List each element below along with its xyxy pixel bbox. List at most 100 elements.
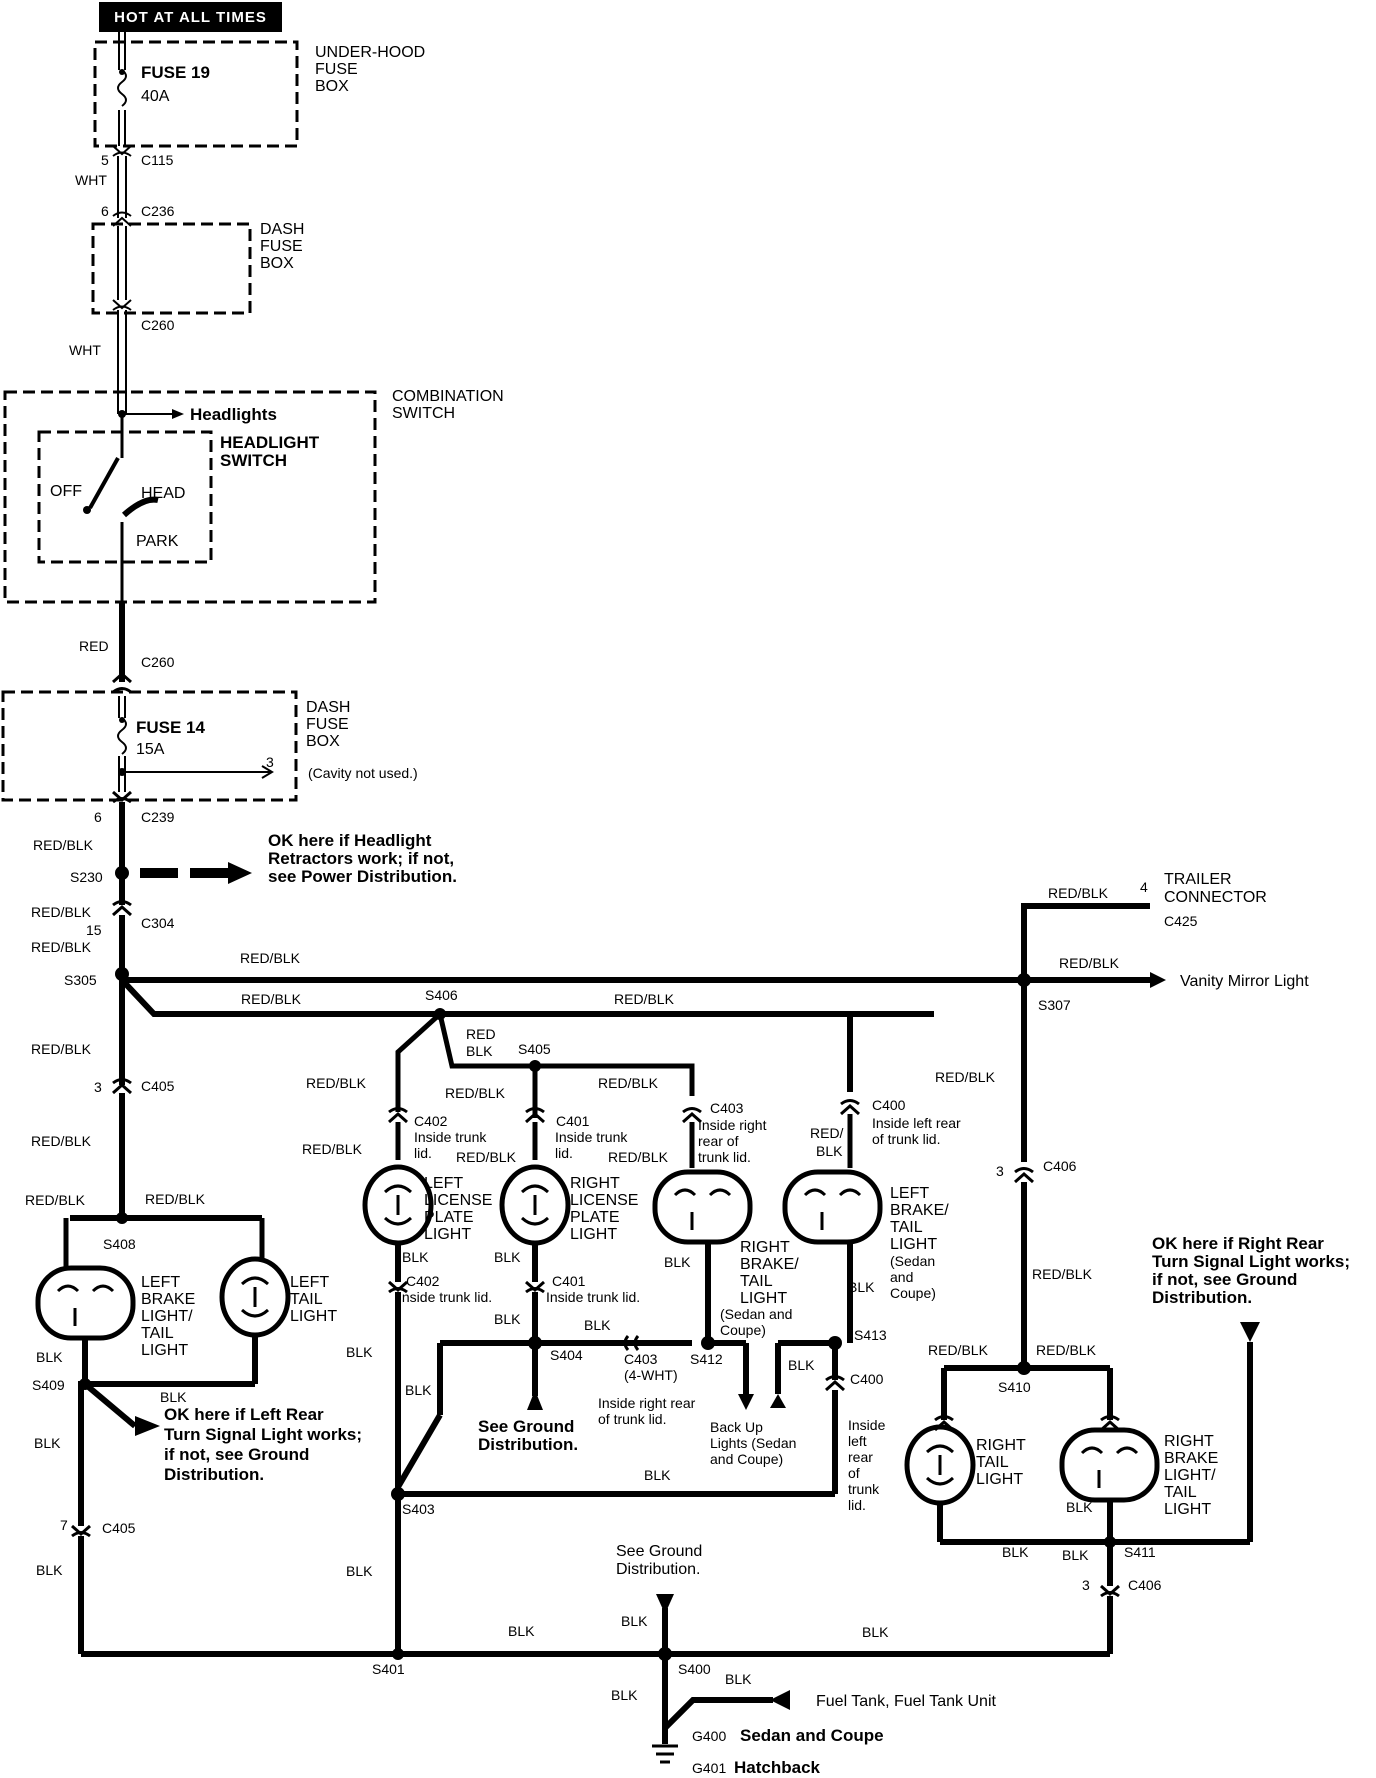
s307-label: S307 <box>1038 997 1071 1013</box>
s230-label: S230 <box>70 869 103 885</box>
vanity-mirror-label: Vanity Mirror Light <box>1180 973 1309 990</box>
pin-6-c239: 6 <box>94 809 102 825</box>
blk-left-brake-sedan: BLK <box>848 1279 875 1295</box>
inside-left-c400-4: of <box>848 1465 860 1481</box>
s413-label: S413 <box>854 1327 887 1343</box>
inside-right-rear-c403-1: Inside right <box>698 1117 767 1133</box>
s412-label: S412 <box>690 1351 723 1367</box>
c304-label: C304 <box>141 915 175 931</box>
connector-labels: 5 C115 WHT 6 C236 C260 WHT RED C260 3 6 … <box>25 152 1198 1395</box>
g400-desc: Sedan and Coupe <box>740 1726 884 1745</box>
back-up-3: and Coupe) <box>710 1451 783 1467</box>
s409-label: S409 <box>32 1377 65 1393</box>
c406-label-2: C406 <box>1128 1577 1162 1593</box>
red-blk-label-17: RED/BLK <box>935 1069 996 1085</box>
right-tail-1: RIGHT <box>976 1437 1026 1454</box>
red-blk-main-feed <box>112 802 252 1224</box>
left-brake-sedan-4: LIGHT <box>890 1236 937 1253</box>
c400-lower: C400 <box>850 1371 884 1387</box>
left-brake-light-4: TAIL <box>141 1325 174 1342</box>
ok-right-rear-1: OK here if Right Rear <box>1152 1234 1324 1253</box>
dash-fuse-label-3: BOX <box>260 255 294 272</box>
left-brake-light-1: LEFT <box>141 1274 180 1291</box>
headlight-switch-label-1: HEADLIGHT <box>220 433 320 452</box>
back-up-2: Lights (Sedan <box>710 1435 796 1451</box>
c402-label: C402 <box>414 1113 448 1129</box>
pin-3-fuse14: 3 <box>266 754 274 770</box>
ok-right-rear-3: if not, see Ground <box>1152 1270 1297 1289</box>
combination-switch-label-2: SWITCH <box>392 405 455 422</box>
dash-fuse-lower-label-3: BOX <box>306 733 340 750</box>
trailer-connector-2: CONNECTOR <box>1164 889 1267 906</box>
combination-switch-label-1: COMBINATION <box>392 388 504 405</box>
right-license-3: PLATE <box>570 1209 620 1226</box>
c403-label: C403 <box>710 1100 744 1116</box>
ok-left-rear-1: OK here if Left Rear <box>164 1405 324 1424</box>
right-brake-light-3: LIGHT/ <box>1164 1467 1216 1484</box>
box-labels: UNDER-HOOD FUSE BOX FUSE 19 40A DASH FUS… <box>50 44 504 781</box>
ok-headlight-3: see Power Distribution. <box>268 867 457 886</box>
red-blk-horizontal-runs <box>119 903 1166 1162</box>
blk-left-vertical: BLK <box>346 1344 373 1360</box>
headlights-label: Headlights <box>190 405 277 424</box>
right-brake-light-1: RIGHT <box>1164 1433 1214 1450</box>
inside-left-c400-5: trunk <box>848 1481 880 1497</box>
blk-label-s409: BLK <box>160 1389 187 1405</box>
ok-left-rear-4: Distribution. <box>164 1465 264 1484</box>
left-brake-sedan-5: (Sedan <box>890 1253 935 1269</box>
inside-right-rear-c403-lower-2: of trunk lid. <box>598 1411 666 1427</box>
left-license-4: LIGHT <box>424 1226 471 1243</box>
inside-trunk-lid-c402: Inside trunk lid. <box>398 1289 492 1305</box>
fuel-tank-label: Fuel Tank, Fuel Tank Unit <box>816 1693 997 1710</box>
c405-label-1: C405 <box>141 1078 175 1094</box>
c406-label-1: C406 <box>1043 1158 1077 1174</box>
inside-left-c400-1: Inside <box>848 1417 886 1433</box>
c239-label: C239 <box>141 809 175 825</box>
g400-code: G400 <box>692 1728 726 1744</box>
red-blk-split2-2: BLK <box>816 1143 843 1159</box>
ok-left-rear-2: Turn Signal Light works; <box>164 1425 362 1444</box>
c260-label-2: C260 <box>141 654 175 670</box>
right-tail-3: LIGHT <box>976 1471 1023 1488</box>
right-license-2: LICENSE <box>570 1192 638 1209</box>
red-blk-label-18: RED/BLK <box>1032 1266 1093 1282</box>
c401-label: C401 <box>556 1113 590 1129</box>
left-brake-tail-light-sedan-symbol <box>782 1169 883 1245</box>
under-hood-label-2: FUSE <box>315 61 358 78</box>
dash-fuse-label-1: DASH <box>260 221 304 238</box>
headlight-switch-box <box>37 430 213 564</box>
red-blk-label-16: RED/BLK <box>608 1149 669 1165</box>
c236-label: C236 <box>141 203 175 219</box>
s410-label: S410 <box>998 1379 1031 1395</box>
pin-3-c406: 3 <box>996 1163 1004 1179</box>
blk-s403-horiz: BLK <box>644 1467 671 1483</box>
left-license-1: LEFT <box>424 1175 463 1192</box>
pin-4: 4 <box>1140 879 1148 895</box>
blk-lower-left: BLK <box>346 1563 373 1579</box>
inside-trunk-c401-2: lid. <box>555 1145 573 1161</box>
left-brake-sedan-1: LEFT <box>890 1185 929 1202</box>
red-blk-label-19: RED/BLK <box>928 1342 989 1358</box>
right-license-4: LIGHT <box>570 1226 617 1243</box>
blk-s403-diag: BLK <box>405 1382 432 1398</box>
blk-s404-right: BLK <box>584 1317 611 1333</box>
inside-trunk-c402-2: lid. <box>414 1145 432 1161</box>
under-hood-label-3: BOX <box>315 78 349 95</box>
right-brake-sedan-4: LIGHT <box>740 1290 787 1307</box>
red-blk-label-9: RED/BLK <box>25 1192 86 1208</box>
blk-bottom-2: BLK <box>621 1613 648 1629</box>
fuse19-amp: 40A <box>141 88 170 105</box>
s401-label: S401 <box>372 1661 405 1677</box>
red-blk-label-20: RED/BLK <box>1036 1342 1097 1358</box>
red-blk-label-5: RED/BLK <box>241 991 302 1007</box>
wht-label-2: WHT <box>69 342 101 358</box>
ground-bottom <box>652 1594 790 1764</box>
ok-headlight-2: Retractors work; if not, <box>268 849 454 868</box>
see-ground-2b: Distribution. <box>616 1561 700 1578</box>
c425-label: C425 <box>1164 913 1198 929</box>
right-brake-sedan-5: (Sedan and <box>720 1306 792 1322</box>
blk-s411-3: BLK <box>1062 1547 1089 1563</box>
blk-label-left-1: BLK <box>34 1435 61 1451</box>
back-up-1: Back Up <box>710 1419 763 1435</box>
